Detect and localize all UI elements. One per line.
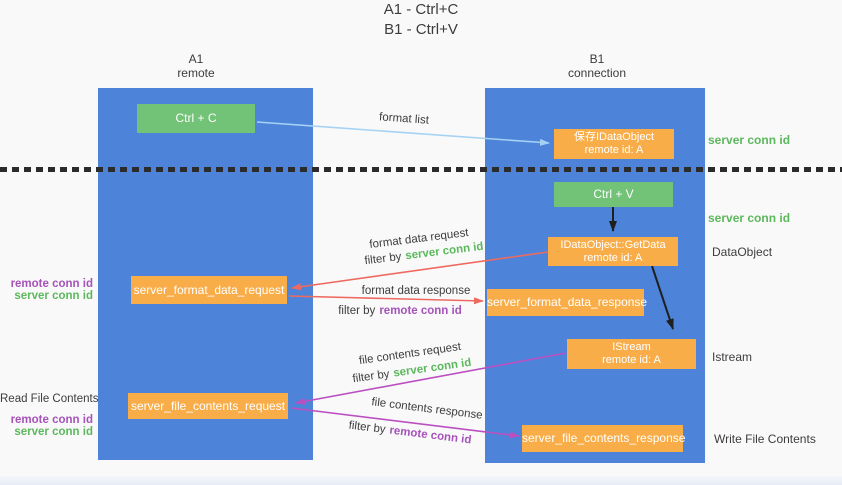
right-column-subtitle: connection	[567, 66, 627, 80]
node-server-file-contents-response-label: server_file_contents_response	[522, 431, 686, 445]
node-ctrl-v: Ctrl + V	[554, 182, 673, 207]
remote-conn-id-term: remote conn id	[379, 305, 462, 317]
node-ctrl-v-label: Ctrl + V	[593, 187, 634, 201]
node-idataobject-getdata-line2: remote id: A	[583, 251, 643, 264]
label-server-conn-id-mid: server conn id	[708, 211, 791, 225]
arrow-getdata-to-istream	[651, 265, 674, 330]
label-server-conn-id-top: server conn id	[708, 133, 791, 147]
node-save-idataobject-line1: 保存IDataObject	[573, 131, 655, 143]
arrow-format-data-request	[291, 251, 549, 291]
edge-label-format-data-response: format data response	[361, 285, 471, 297]
left-read-file-labels: Read File Contents remote conn id server…	[0, 393, 99, 438]
arrow-file-contents-response	[290, 407, 520, 439]
node-server-format-data-response-label: server_format_data_response	[487, 295, 648, 309]
label-remote-conn-id-left-top: remote conn id	[10, 278, 93, 290]
arrow-file-contents-request	[295, 352, 567, 405]
label-read-file-contents: Read File Contents	[0, 393, 99, 405]
node-istream: IStream remote id: A	[567, 339, 696, 369]
label-write-file-contents: Write File Contents	[714, 432, 816, 446]
node-server-file-contents-response: server_file_contents_response	[522, 425, 686, 452]
label-server-conn-id-left-top: server conn id	[14, 290, 93, 302]
node-idataobject-getdata: IDataObject::GetData remote id: A	[548, 237, 678, 266]
left-column-name: A1	[188, 52, 204, 66]
bottom-strip	[0, 476, 842, 485]
node-save-idataobject-line2: remote id: A	[584, 144, 644, 156]
arrow-format-data-response	[288, 295, 484, 305]
arrow-format-list	[256, 121, 550, 146]
node-istream-line2: remote id: A	[602, 354, 661, 366]
label-remote-conn-id-left-bottom: remote conn id	[10, 414, 93, 426]
node-server-file-contents-request-label: server_file_contents_request	[130, 398, 286, 413]
dotted-separator-line	[0, 167, 842, 172]
node-ctrl-c: Ctrl + C	[137, 104, 255, 133]
node-server-file-contents-request: server_file_contents_request	[128, 393, 288, 419]
filter-by-text: filter by	[338, 305, 376, 317]
right-column-name: B1	[589, 52, 605, 66]
label-istream: Istream	[712, 350, 753, 364]
left-column-header: A1 remote	[126, 52, 266, 80]
left-column-subtitle: remote	[177, 66, 215, 80]
label-dataobject: DataObject	[712, 245, 773, 259]
diagram-title: A1 - Ctrl+C B1 - Ctrl+V	[0, 0, 842, 40]
right-column-header: B1 connection	[527, 52, 667, 80]
node-idataobject-getdata-line1: IDataObject::GetData	[560, 238, 666, 251]
node-ctrl-c-label: Ctrl + C	[175, 111, 217, 125]
node-save-idataobject: 保存IDataObject remote id: A	[554, 129, 674, 159]
node-server-format-data-response: server_format_data_response	[487, 289, 648, 316]
left-conn-id-labels-top: remote conn id server conn id	[0, 278, 93, 302]
label-server-conn-id-left-bottom: server conn id	[14, 426, 93, 438]
title-line-1: A1 - Ctrl+C	[383, 1, 459, 18]
node-server-format-data-request-label: server_format_data_request	[133, 282, 285, 297]
node-istream-line1: IStream	[612, 341, 651, 353]
title-line-2: B1 - Ctrl+V	[384, 21, 458, 38]
node-server-format-data-request: server_format_data_request	[131, 276, 287, 304]
